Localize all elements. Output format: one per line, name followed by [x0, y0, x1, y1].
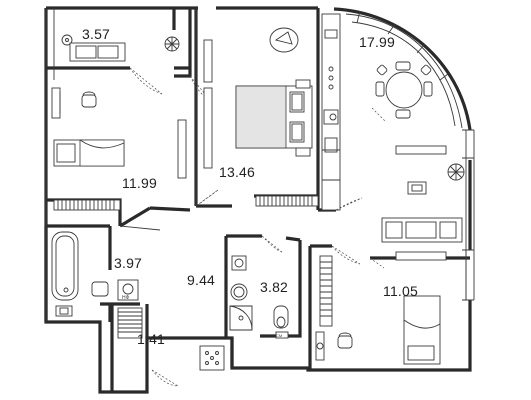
- room-area-wc: 3.82: [260, 279, 289, 295]
- room-area-bathroom-top: 3.57: [82, 26, 111, 42]
- plant-icon: [164, 36, 180, 52]
- bedroom-left-furniture: [51, 75, 211, 211]
- room-area-bedroom-left: 11.99: [122, 175, 157, 191]
- washer-label-2: СМ: [276, 333, 282, 338]
- wc-furniture: СМ: [229, 235, 289, 339]
- closet-furniture: [117, 307, 143, 339]
- kitchen-living-furniture: [321, 13, 475, 301]
- washer-label: НФ: [122, 295, 130, 301]
- room-area-bedroom-bottom-right: 11.05: [383, 283, 418, 299]
- room-area-kitchen-living: 17.99: [359, 34, 396, 50]
- bathroom-furniture: НФ: [51, 231, 139, 317]
- room-area-closet: 1.41: [137, 331, 166, 347]
- balcony-furniture: [61, 34, 180, 95]
- partitions: [45, 8, 467, 322]
- room-area-hallway: 9.44: [187, 272, 216, 288]
- room-area-bedroom-middle: 13.46: [219, 164, 256, 180]
- room-area-bathroom-bottom: 3.97: [114, 255, 143, 271]
- bedroom-middle-furniture: [195, 27, 319, 207]
- plant-icon-living: [447, 163, 465, 181]
- bedroom-bottom-right-furniture: [315, 245, 447, 365]
- hallway-furniture: [151, 345, 225, 387]
